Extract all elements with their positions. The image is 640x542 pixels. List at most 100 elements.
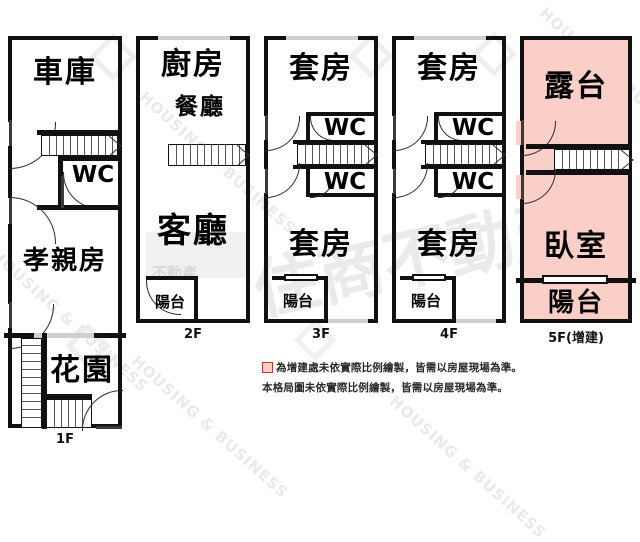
wall-1f-mid-lower	[37, 205, 122, 210]
floor-plan-canvas: HOUSING & BUSINESS HOUSING & BUSINESS HO…	[0, 4, 640, 542]
staircase-2F	[168, 144, 246, 166]
wall-gap-suite-3F-upper	[260, 116, 265, 140]
window-4F-bottom	[456, 319, 496, 323]
room-label-garage: 車庫	[33, 55, 97, 90]
staircase-4F	[425, 144, 503, 165]
watermark-diagonal-3: HOUSING & BUSINESS	[385, 392, 550, 542]
room-label-bedroom-5F: 臥室	[544, 229, 608, 264]
wall-wc-left-1F	[58, 156, 63, 208]
room-label-balcony-2F: 陽台	[154, 293, 185, 311]
window-garden-top	[34, 333, 94, 338]
wall-wc-4F-lower-bottom	[434, 193, 506, 197]
wall-balcony-4F-right	[452, 276, 456, 319]
room-label-suite-4F-rear: 套房	[417, 227, 481, 262]
door-leaf-wc-1F	[61, 176, 64, 208]
stair-direction-arrow-1F	[108, 135, 122, 157]
stair-direction-arrow-5F	[620, 149, 634, 171]
wall-stair-5F-bottom	[526, 170, 632, 175]
wall-wc-3F-upper-left	[306, 112, 310, 140]
stair-direction-arrow-2F	[236, 144, 250, 167]
wall-gap-door-filial	[4, 198, 9, 224]
room-label-garden: 花園	[50, 353, 114, 388]
wall-gap-suite-4F-lower	[388, 169, 393, 193]
wall-balcony-3F-right	[324, 276, 328, 319]
stair-direction-arrow-3F	[364, 144, 378, 166]
wall-stair-4F-bottom	[421, 165, 506, 169]
wall-gap-door-filial-lower	[4, 304, 9, 328]
room-label-wc-1F: WC	[71, 162, 115, 188]
wall-1f-mid-upper	[37, 130, 122, 135]
wall-stair-3F-top	[293, 140, 378, 144]
wall-garden-inner	[42, 394, 92, 399]
stair-direction-arrow-4F	[492, 144, 506, 166]
door-leaf-garage	[9, 120, 12, 146]
legend-text-disclaimer: 本格局圖未依實際比例繪製，皆需以房屋現場為準。	[262, 382, 509, 394]
room-label-balcony-4F: 陽台	[410, 292, 441, 310]
wall-gap-5F-upper	[516, 121, 521, 145]
staircase-1F	[41, 135, 118, 156]
floor-label-3F: 3F	[312, 327, 330, 342]
staircase-5F	[554, 149, 630, 170]
floor-block-1F[interactable]: 車庫 WC 孝親房	[4, 36, 126, 447]
wall-stair-5F-top	[526, 144, 632, 149]
floor-block-5F[interactable]: 露台 臥室 陽台 5F(增建)	[516, 36, 636, 346]
legend-row-disclaimer: 本格局圖未依實際比例繪製，皆需以房屋現場為準。	[262, 380, 542, 395]
wall-balcony-2F-right	[194, 276, 198, 319]
door-leaf-suite-4F-upper	[393, 115, 396, 140]
room-label-balcony-5F: 陽台	[547, 288, 604, 318]
window-balcony-3F	[284, 274, 318, 281]
room-label-kitchen: 廚房	[161, 47, 225, 82]
wall-wc-3F-lower-bottom	[306, 193, 378, 197]
room-label-balcony-3F: 陽台	[282, 292, 313, 310]
floor-block-2F[interactable]: 廚房 餐廳 客廳 陽台 2F	[136, 36, 250, 342]
wall-stair-3F-bottom	[293, 165, 378, 169]
room-label-suite-3F-rear: 套房	[289, 227, 353, 262]
floor-block-3F[interactable]: 套房 WC WC 套房	[260, 36, 378, 342]
wall-wc-3F-lower-left	[306, 169, 310, 197]
wall-wc-4F-upper-left	[434, 112, 438, 140]
room-label-living: 客廳	[157, 211, 229, 251]
floor-block-4F[interactable]: 套房 WC WC 套房 陽台 4F	[388, 36, 506, 342]
door-leaf-5F-lower	[521, 175, 524, 200]
floor-label-2F: 2F	[184, 327, 202, 342]
room-label-wc-3F-lower: WC	[323, 169, 367, 195]
floor-label-1F: 1F	[56, 432, 74, 447]
window-balcony-4F	[412, 274, 446, 281]
staircase-1F-rear-vertical	[21, 338, 42, 428]
door-leaf-suite-3F-upper	[265, 115, 268, 140]
door-leaf-filial-upper	[9, 198, 12, 224]
window-3F-top	[286, 36, 358, 40]
door-leaf-5F-upper	[521, 120, 524, 145]
room-label-wc-4F-upper: WC	[451, 115, 495, 141]
door-leaf-suite-3F-lower	[265, 169, 268, 194]
door-leaf-filial-lower	[9, 302, 12, 328]
wall-wc-4F-upper-top	[434, 112, 506, 116]
room-label-suite-4F-front: 套房	[417, 51, 481, 86]
door-leaf-suite-4F-lower	[393, 169, 396, 194]
wall-balcony-2F-top	[146, 276, 198, 280]
wall-gap-garage-door	[4, 122, 9, 146]
room-label-suite-3F-front: 套房	[289, 51, 353, 86]
window-balcony-5F	[542, 275, 608, 284]
legend-row-extension: 為增建處未依實際比例繪製，皆需以房屋現場為準。	[262, 360, 542, 375]
window-2F-top	[158, 36, 230, 40]
wall-wc-top-1F	[58, 156, 122, 161]
wall-wc-4F-lower-left	[434, 169, 438, 197]
window-3F-bottom	[328, 319, 368, 323]
door-leaf-garden	[96, 426, 122, 429]
room-label-filial: 孝親房	[22, 246, 107, 276]
wall-wc-3F-upper-top	[306, 112, 378, 116]
legend: 為增建處未依實際比例繪製，皆需以房屋現場為準。 本格局圖未依實際比例繪製，皆需以…	[262, 360, 542, 395]
wall-gap-suite-3F-lower	[260, 169, 265, 193]
legend-text-extension: 為增建處未依實際比例繪製，皆需以房屋現場為準。	[276, 362, 523, 374]
window-4F-top	[414, 36, 486, 40]
staircase-3F	[297, 144, 375, 165]
floor-label-4F: 4F	[440, 327, 458, 342]
floor-label-5F: 5F(增建)	[548, 331, 604, 346]
legend-swatch-extension	[262, 362, 273, 373]
room-label-wc-3F-upper: WC	[323, 115, 367, 141]
room-label-terrace: 露台	[544, 69, 608, 104]
room-label-dining: 餐廳	[175, 94, 225, 120]
wall-gap-5F-lower	[516, 175, 521, 199]
wall-garden-left	[42, 333, 47, 429]
